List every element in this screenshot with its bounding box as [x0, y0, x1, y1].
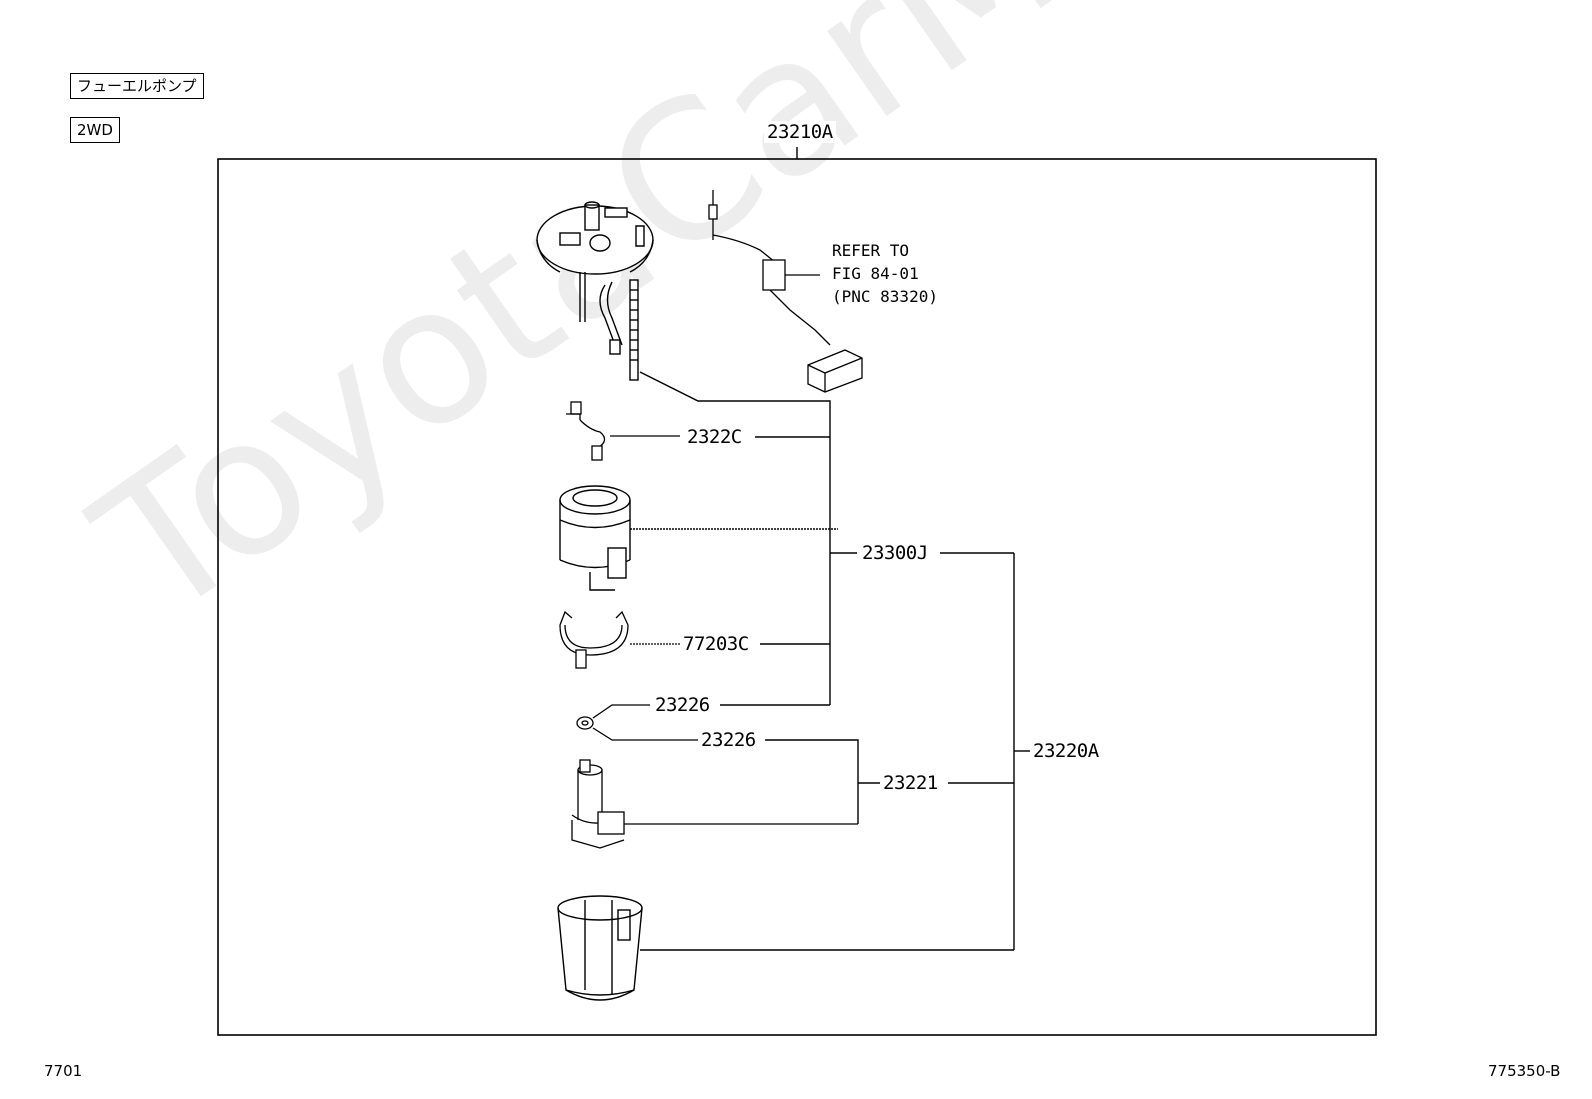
- fuel-filter-drawing: [559, 485, 838, 591]
- label-gasket-lower: 23226: [698, 729, 759, 751]
- clamp-drawing: [559, 610, 680, 669]
- label-pump-motor: 23221: [880, 772, 941, 794]
- refer-note-line1: REFER TO: [832, 241, 910, 260]
- label-pump-sub-assy: 23220A: [1030, 740, 1102, 762]
- label-filter-assy: 23300J: [859, 542, 931, 564]
- footer-right-code: 775350-B: [1488, 1062, 1561, 1080]
- leader-lines: [639, 371, 1030, 950]
- sensor-harness-drawing: [566, 401, 680, 461]
- footer-left-code: 7701: [44, 1062, 83, 1080]
- label-gasket-upper: 23226: [652, 694, 713, 716]
- sender-gauge-drawing: [708, 190, 863, 393]
- refer-note-line3: (PNC 83320): [832, 287, 938, 306]
- refer-note-line2: FIG 84-01: [832, 264, 919, 283]
- label-main-assembly: 23210A: [764, 121, 836, 143]
- variant-tag: 2WD: [70, 117, 120, 143]
- category-tag: フューエルポンプ: [70, 73, 204, 99]
- pump-top-plate-drawing: [536, 201, 654, 381]
- label-clamp: 77203C: [680, 633, 752, 655]
- pump-motor-drawing: [571, 759, 858, 849]
- label-sensor-harness: 2322C: [684, 426, 745, 448]
- pump-housing-drawing: [557, 895, 1014, 1001]
- gasket-drawing: [576, 704, 700, 741]
- assembly-frame: [217, 158, 1377, 1036]
